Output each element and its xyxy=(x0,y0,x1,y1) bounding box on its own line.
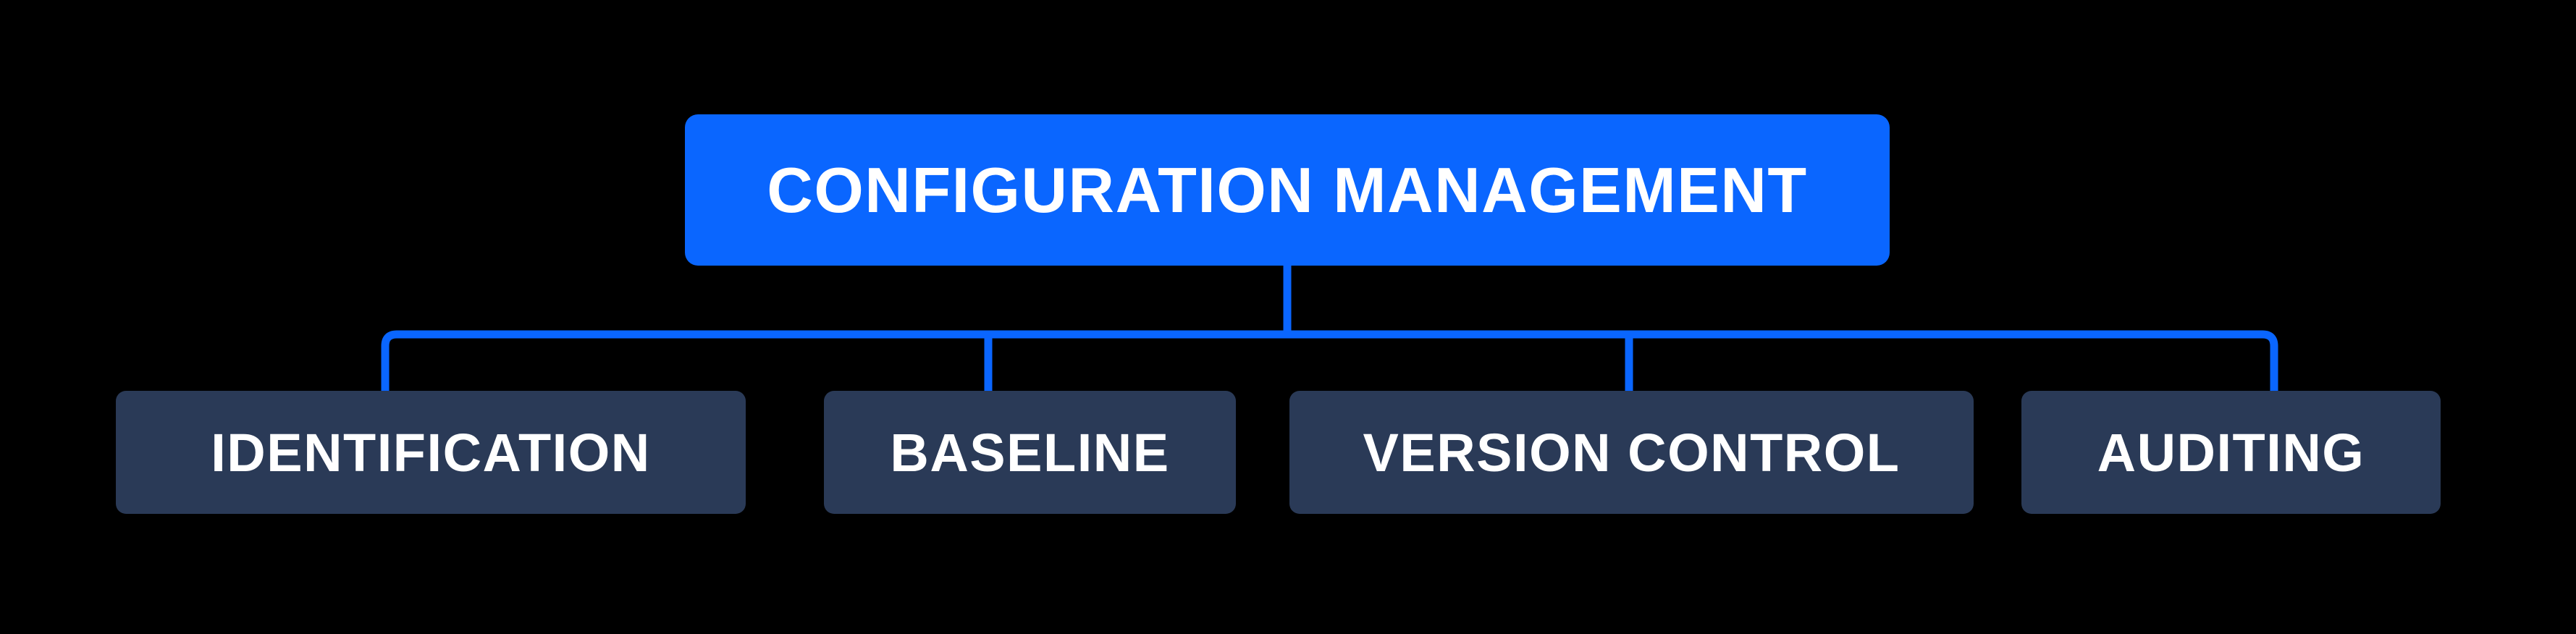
child-node-baseline-label: BASELINE xyxy=(890,422,1170,483)
child-node-baseline: BASELINE xyxy=(824,391,1236,514)
connector-bar-with-end-drops xyxy=(381,330,2278,394)
child-node-version-control-label: VERSION CONTROL xyxy=(1363,422,1901,483)
child-node-auditing-label: AUDITING xyxy=(2097,422,2365,483)
root-node-configuration-management: CONFIGURATION MANAGEMENT xyxy=(685,114,1890,266)
child-node-identification: IDENTIFICATION xyxy=(116,391,746,514)
root-node-label: CONFIGURATION MANAGEMENT xyxy=(767,153,1808,226)
child-node-version-control: VERSION CONTROL xyxy=(1289,391,1974,514)
child-node-auditing: AUDITING xyxy=(2021,391,2441,514)
child-node-identification-label: IDENTIFICATION xyxy=(211,422,651,483)
